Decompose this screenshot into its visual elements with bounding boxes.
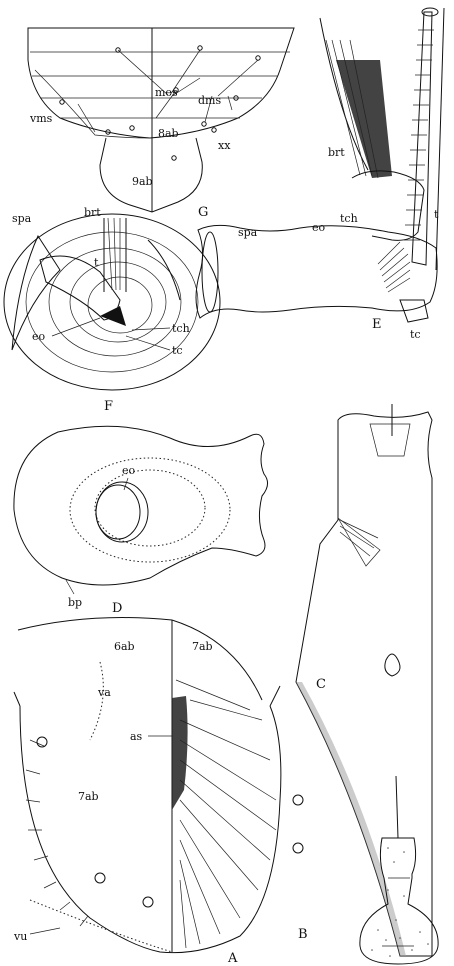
label-t-f: t [94,256,99,269]
figure-letter-g: G [198,205,208,220]
label-eo-e: eo [312,221,326,234]
figure-f: spa brt t tch tc eo F [4,206,220,414]
figure-c: C [296,404,432,956]
label-9ab: 9ab [132,175,153,188]
label-bp: bp [68,596,82,609]
label-dms: dms [198,94,221,107]
label-spa-e: spa [238,226,258,239]
figure-g: mes dms vms 8ab xx 9ab G [28,28,294,220]
label-brt: brt [328,146,345,159]
figure-b: B [298,776,438,964]
figure-letter-c: C [316,677,326,692]
label-vu: vu [13,930,27,943]
figure-letter-f: F [104,399,113,414]
figure-letter-e: E [372,317,382,332]
figure-e: brt tch t spa eo tc E [196,8,444,341]
label-6ab: 6ab [114,640,135,653]
label-tch-e: tch [340,212,358,225]
figure-d: eo bp D [14,426,268,616]
radial-striations [26,680,276,948]
label-mes: mes [155,86,178,99]
figure-a: 6ab 7ab va as 7ab vu A [13,618,303,966]
figure-letter-a: A [227,951,238,966]
label-as: as [130,730,143,743]
label-tch-f: tch [172,322,190,335]
label-tc-e: tc [410,328,421,341]
label-7ab-left: 7ab [78,790,99,803]
label-xx: xx [218,139,231,152]
figure-letter-b: B [298,927,308,942]
label-7ab-top: 7ab [192,640,213,653]
label-brt-f: brt [84,206,101,219]
label-spa-f: spa [12,212,32,225]
label-8ab: 8ab [158,127,179,140]
label-vms: vms [29,112,53,125]
label-tc-f: tc [172,344,183,357]
label-eo-d: eo [122,464,136,477]
label-t-e: t [434,208,439,221]
label-eo-f: eo [32,330,46,343]
figure-letter-d: D [112,601,122,616]
label-va: va [97,686,111,699]
